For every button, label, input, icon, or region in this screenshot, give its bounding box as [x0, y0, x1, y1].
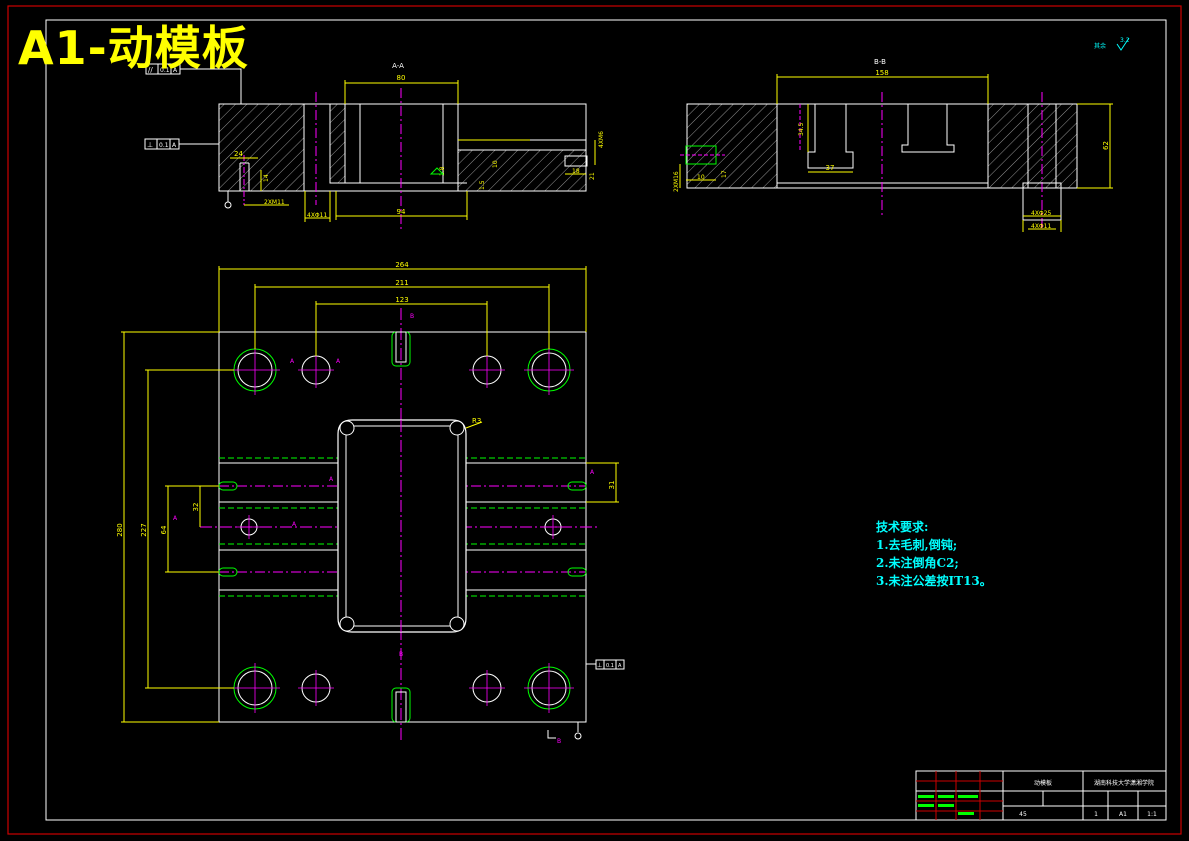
- mark-a-3: A: [329, 476, 334, 483]
- dim-b-37: 37: [826, 164, 835, 172]
- tech-item-3: 3.未注公差按IT13。: [876, 574, 992, 588]
- mark-b-2: B: [399, 651, 403, 658]
- title-scale: 1:1: [1147, 811, 1157, 818]
- datum-symbol: [224, 191, 232, 209]
- dim-b-34-5: 34.5: [798, 122, 805, 136]
- dim-b-158: 158: [875, 69, 888, 77]
- dim-a-24: 24: [234, 150, 243, 158]
- section-a-view: A-A 80 94 24 14 2XM11: [144, 62, 605, 230]
- mark-a-2: A: [336, 358, 341, 365]
- plan-perpendicular-tolerance-frame: ⊥ 0.1 A: [586, 659, 625, 670]
- title-part-name: 动模板: [1034, 779, 1052, 787]
- dim-plan-280: 280: [116, 523, 124, 536]
- dim-a-18: 18: [572, 168, 580, 175]
- mark-a-1: A: [290, 358, 295, 365]
- title-material: 45: [1019, 811, 1027, 818]
- dim-plan-227: 227: [140, 523, 148, 536]
- dim-a-14: 14: [263, 174, 270, 182]
- outer-frame: [7, 5, 1182, 835]
- dim-a-2xm11: 2XM11: [264, 199, 285, 206]
- section-b-view: B-B 158 34.5 37 62 2XM16 10: [673, 58, 1113, 232]
- perp-symbol: ⊥: [147, 141, 153, 149]
- dim-a-21: 21: [589, 172, 596, 180]
- dim-plan-64: 64: [160, 525, 168, 534]
- dim-plan-123: 123: [395, 296, 408, 304]
- parallel-symbol: //: [148, 66, 153, 74]
- title-quantity: 1: [1094, 811, 1098, 818]
- plan-perp-value: 0.1: [606, 663, 614, 669]
- mark-b-1: B: [410, 313, 414, 320]
- parallel-tolerance-frame: // 0.1 A: [145, 63, 242, 104]
- mark-b-3: B: [557, 738, 561, 745]
- title-school: 湖南科技大学潇湘学院: [1094, 779, 1154, 787]
- dim-b-2xm16: 2XM16: [673, 171, 680, 192]
- dim-plan-31: 31: [608, 481, 616, 490]
- dim-a-4xphi11: 4XΦ11: [307, 212, 327, 219]
- dim-a-1-5: 1.5: [479, 180, 486, 190]
- parallel-datum: A: [173, 67, 178, 74]
- dim-a-1-8: 1.8: [439, 166, 446, 176]
- tech-requirements: 技术要求: 1.去毛刺,倒钝; 2.未注倒角C2; 3.未注公差按IT13。: [876, 518, 992, 590]
- dim-b-62: 62: [1102, 141, 1110, 150]
- roughness-value: 3.2: [1120, 37, 1130, 44]
- roughness-note: 其余 3.2: [1094, 37, 1130, 51]
- perpendicular-tolerance-frame: ⊥ 0.1 A: [144, 138, 219, 150]
- dim-plan-r3: R3: [472, 417, 481, 425]
- tech-heading: 技术要求:: [876, 520, 929, 534]
- dim-a-94: 94: [397, 208, 406, 216]
- plan-perp-datum: A: [618, 663, 622, 669]
- drawing-title: A1-动模板: [18, 21, 249, 75]
- dim-a-80: 80: [397, 74, 406, 82]
- dim-plan-211: 211: [395, 279, 408, 287]
- dim-b-10: 10: [697, 174, 705, 181]
- perp-value: 0.1: [159, 142, 169, 149]
- tech-item-1: 1.去毛刺,倒钝;: [876, 538, 958, 552]
- mark-a-6: A: [590, 469, 595, 476]
- parallel-value: 0.1: [160, 67, 170, 74]
- dim-b-17: 17: [721, 170, 728, 178]
- dim-b-4xphi25: 4XΦ25: [1031, 210, 1051, 217]
- title-block: 动模板 湖南科技大学潇湘学院 45 1 A1 1:1: [915, 770, 1167, 821]
- plan-view: 264 211 123 280 227 64 32 31 R3 A A: [116, 261, 625, 745]
- title-sheet: A1: [1119, 811, 1127, 818]
- mark-a-5: A: [292, 521, 297, 528]
- dim-a-4xm6: 4XM6: [598, 131, 605, 148]
- section-b-label: B-B: [874, 58, 886, 66]
- section-a-label: A-A: [392, 62, 404, 70]
- dim-plan-32: 32: [192, 503, 200, 512]
- mark-a-4: A: [173, 515, 178, 522]
- dim-b-4xphi11: 4XΦ11: [1031, 223, 1051, 230]
- tech-item-2: 2.未注倒角C2;: [876, 556, 959, 570]
- dim-a-10: 10: [492, 160, 499, 168]
- inner-frame: [45, 19, 1167, 821]
- dim-plan-264: 264: [395, 261, 409, 269]
- roughness-label: 其余: [1094, 42, 1106, 50]
- plan-perp-symbol: ⊥: [597, 662, 602, 669]
- perp-datum: A: [172, 142, 177, 149]
